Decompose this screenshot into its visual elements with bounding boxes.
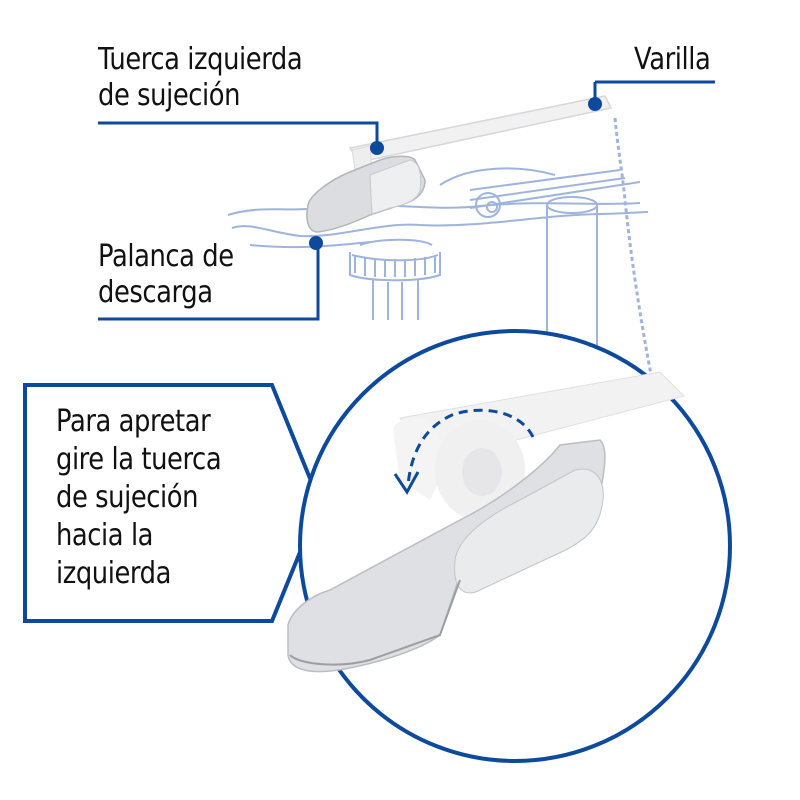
label-palanca-line1: Palanca de	[98, 239, 234, 274]
handle-small	[306, 155, 426, 233]
tank-sketch	[227, 117, 657, 400]
label-palanca: Palanca de descarga	[98, 239, 234, 311]
leader-dot-icon	[309, 236, 323, 250]
leader-dots	[309, 97, 602, 250]
leader-dot-icon	[370, 141, 384, 155]
label-tuerca: Tuerca izquierda de sujeción	[98, 42, 303, 114]
callout-line: hacia la	[56, 518, 154, 553]
callout-line: gire la tuerca	[56, 442, 222, 477]
callout-line: Para apretar	[56, 404, 211, 439]
callout-box	[23, 383, 323, 623]
magnified-handle	[287, 439, 606, 673]
label-palanca-line2: descarga	[98, 275, 213, 310]
label-tuerca-line2: de sujeción	[98, 78, 241, 113]
leader-lines	[98, 80, 715, 321]
label-varilla-line1: Varilla	[634, 42, 711, 77]
leader-dot-icon	[588, 97, 602, 111]
label-varilla: Varilla	[634, 42, 711, 78]
label-tuerca-line1: Tuerca izquierda	[98, 42, 303, 77]
rotate-counterclockwise-arrow-icon	[393, 408, 535, 495]
callout-line: izquierda	[56, 556, 171, 591]
callout-text: Para apretar gire la tuerca de sujeción …	[56, 403, 222, 593]
callout-line: de sujeción	[56, 480, 199, 515]
